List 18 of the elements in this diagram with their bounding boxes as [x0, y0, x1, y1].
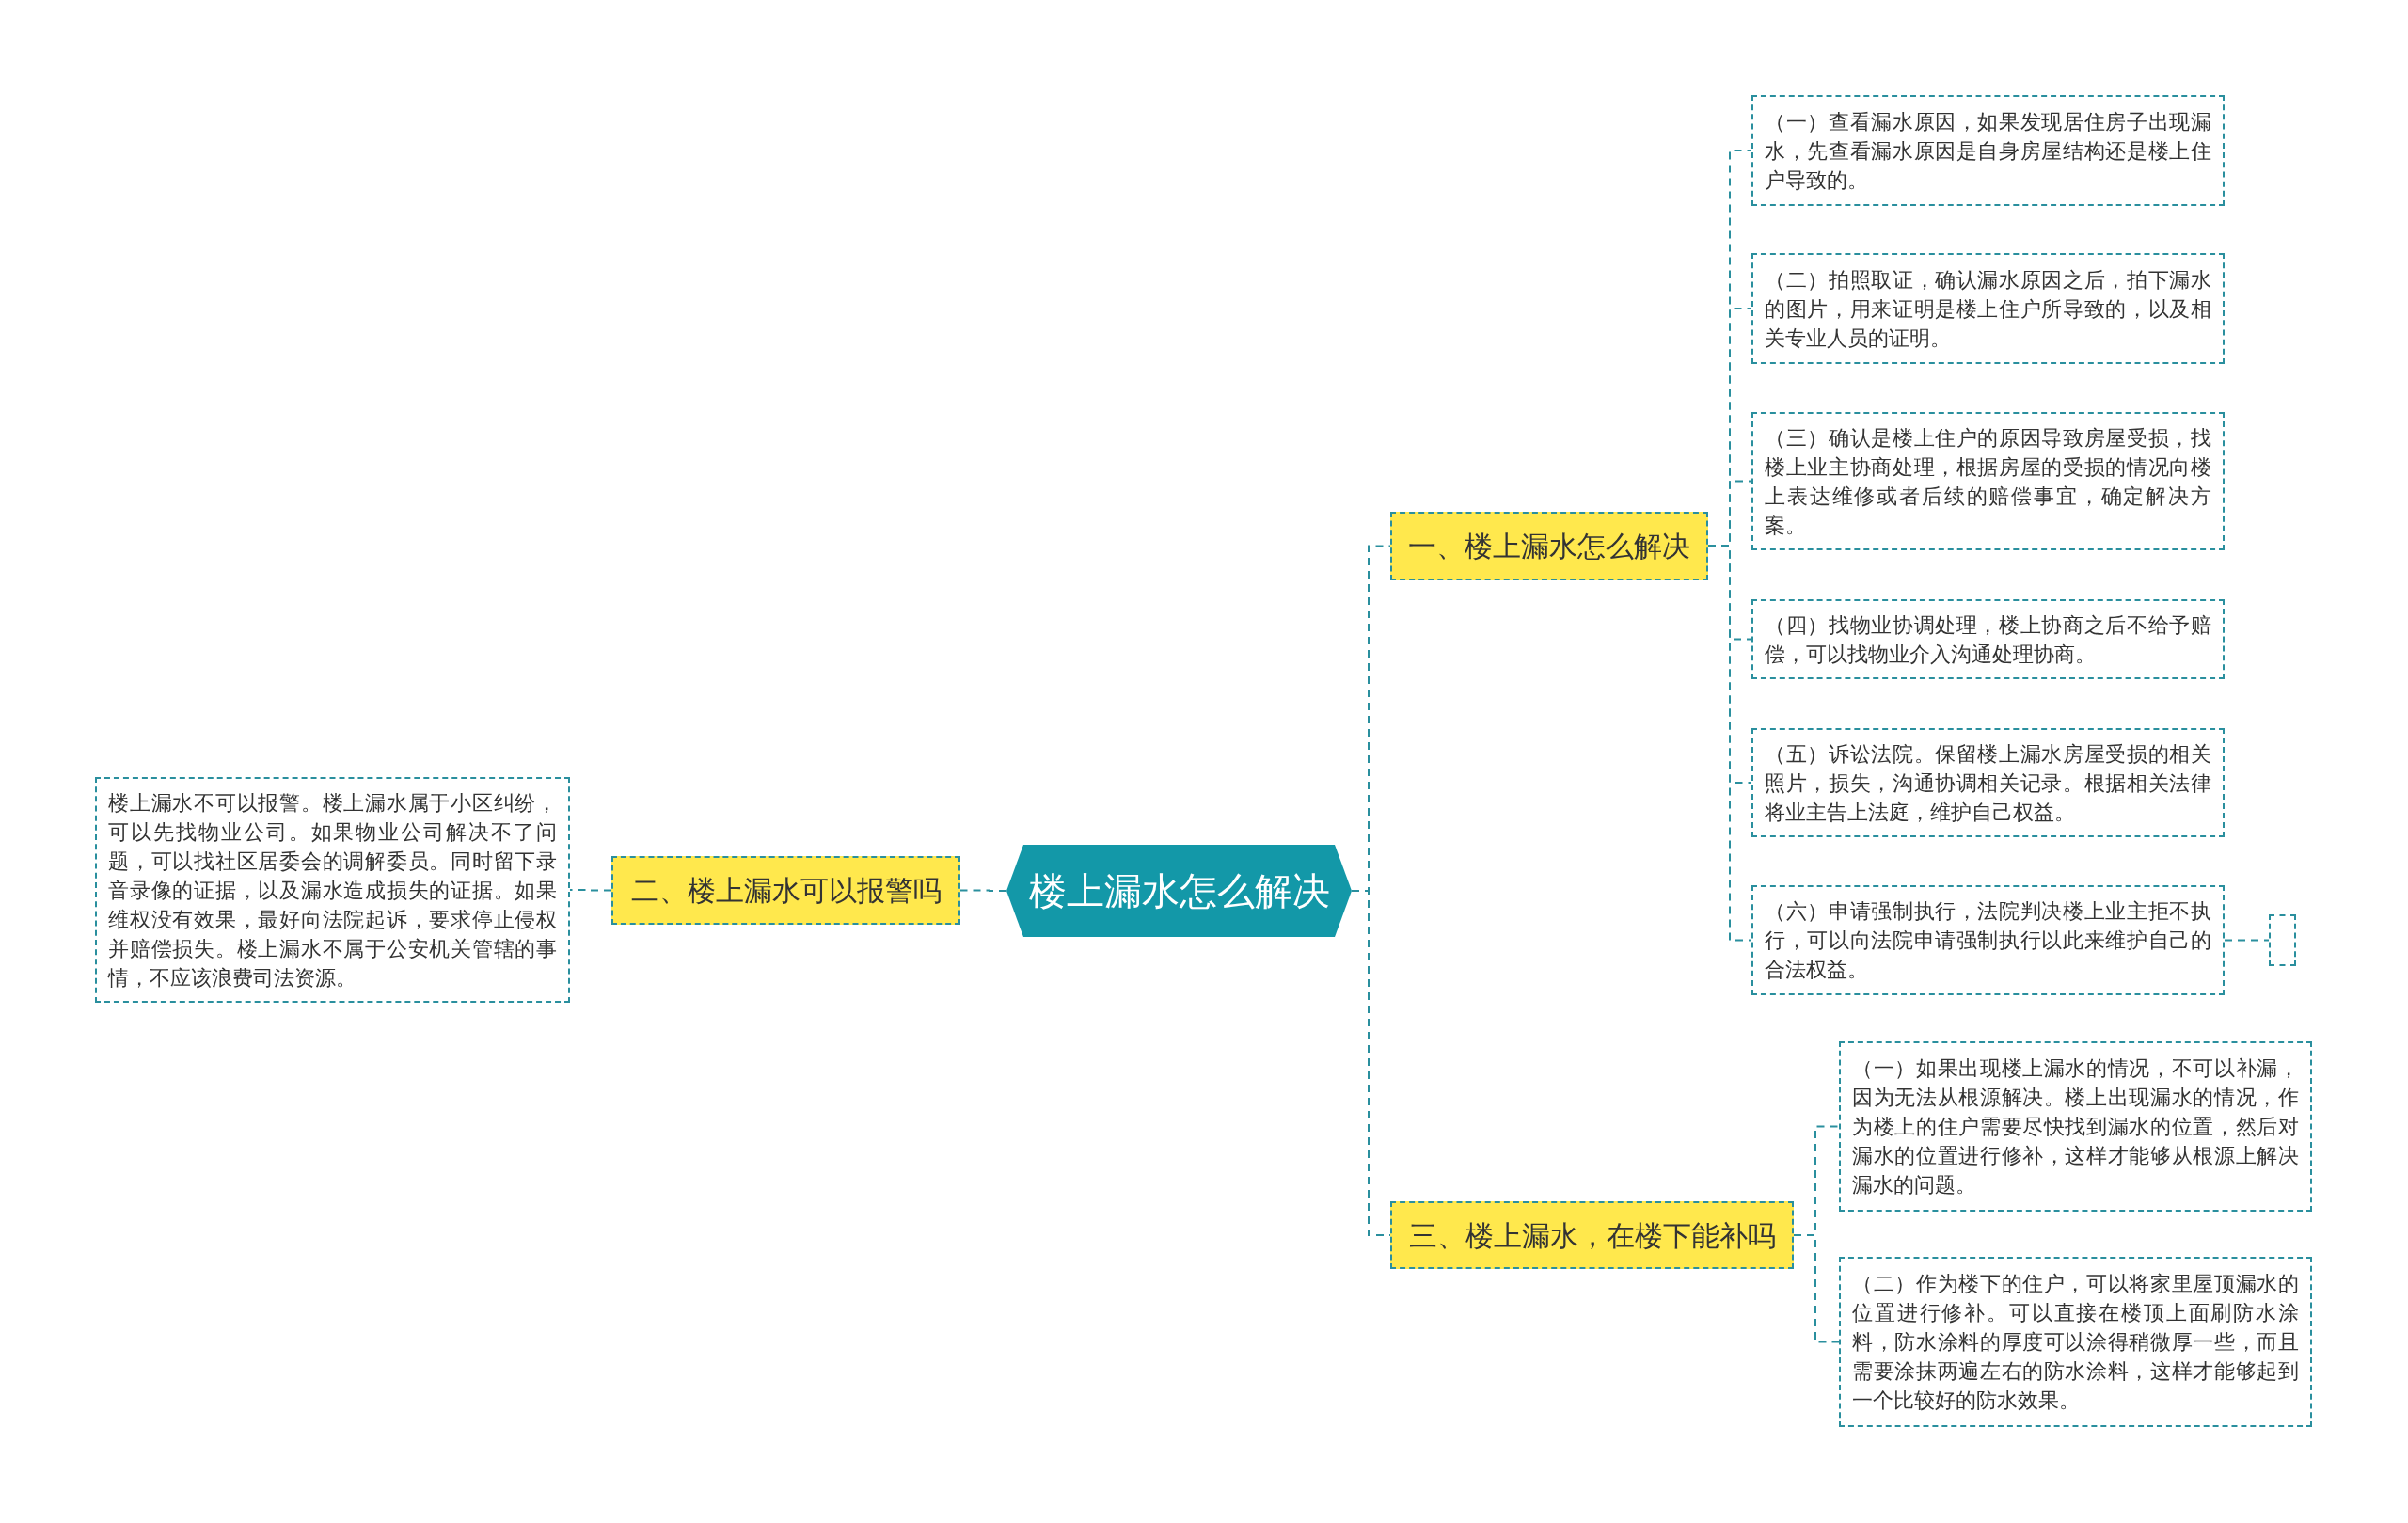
topic-box: 二、楼上漏水可以报警吗	[611, 856, 960, 925]
central-topic-hexagon: 楼上漏水怎么解决	[1006, 845, 1352, 937]
note-text-box: （三）确认是楼上住户的原因导致房屋受损，找楼上业主协商处理，根据房屋的受损的情况向楼上表达维修或者后续的赔偿事宜，确定解决方案。	[1751, 412, 2225, 550]
note-text-box: （一）查看漏水原因，如果发现居住房子出现漏水，先查看漏水原因是自身房屋结构还是楼上住户导致的。	[1751, 95, 2225, 206]
topic-box: 三、楼上漏水，在楼下能补吗	[1390, 1201, 1794, 1269]
connector-line	[959, 889, 1007, 892]
note-text-box: （五）诉讼法院。保留楼上漏水房屋受损的相关照片，损失，沟通协调相关记录。根据相关法律将业主告上法庭，维护自己权益。	[1751, 728, 2225, 837]
note-text-box: （四）找物业协调处理，楼上协商之后不给予赔偿，可以找物业介入沟通处理协商。	[1751, 599, 2225, 679]
connector-line	[1793, 1234, 1840, 1343]
connector-line	[2224, 939, 2270, 942]
topic-box: 一、楼上漏水怎么解决	[1390, 512, 1708, 580]
note-text-box: （二）拍照取证，确认漏水原因之后，拍下漏水的图片，用来证明是楼上住户所导致的，以及相关专业人员的证明。	[1751, 253, 2225, 364]
note-text-box: 楼上漏水不可以报警。楼上漏水属于小区纠纷，可以先找物业公司。如果物业公司解决不了问题，可以找社区居委会的调解委员。同时留下录音录像的证据，以及漏水造成损失的证据。如果维权没有效果，最好向法院起诉，要求停止侵权并赔偿损失。楼上漏水不属于公安机关管辖的事情，不应该浪费司法资源。	[95, 777, 570, 1003]
connector-line	[569, 889, 612, 892]
note-text-box: （一）如果出现楼上漏水的情况，不可以补漏，因为无法从根源解决。楼上出现漏水的情况，作为楼上的住户需要尽快找到漏水的位置，然后对漏水的位置进行修补，这样才能够从根源上解决漏水的问题。	[1839, 1041, 2312, 1212]
empty-box	[2269, 914, 2296, 966]
note-text-box: （二）作为楼下的住户，可以将家里屋顶漏水的位置进行修补。可以直接在楼顶上面刷防水涂料，防水涂料的厚度可以涂得稍微厚一些，而且需要涂抹两遍左右的防水涂料，这样才能够起到一个比较好的防水效果。	[1839, 1257, 2312, 1427]
note-text-box: （六）申请强制执行，法院判决楼上业主拒不执行，可以向法院申请强制执行以此来维护自己的合法权益。	[1751, 885, 2225, 995]
